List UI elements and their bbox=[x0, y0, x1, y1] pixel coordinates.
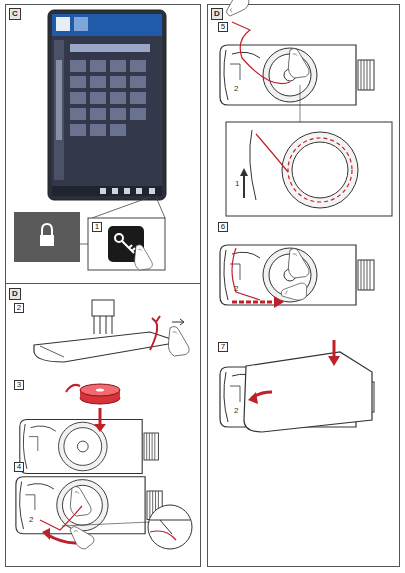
thread bbox=[232, 248, 260, 300]
section-divider bbox=[6, 283, 200, 284]
leader-line bbox=[62, 522, 150, 526]
bobbin-cover bbox=[34, 332, 180, 362]
section-letter: D bbox=[9, 288, 21, 300]
touch-screen bbox=[48, 10, 166, 200]
key-icon bbox=[108, 226, 152, 270]
pull-arrow-head bbox=[274, 296, 284, 308]
panel-frame bbox=[6, 5, 201, 567]
thread bbox=[150, 531, 176, 540]
turn-arrow bbox=[66, 385, 80, 392]
box-text: 1 bbox=[95, 223, 99, 231]
step-number: 6 bbox=[218, 222, 228, 232]
section-letter: D bbox=[211, 8, 223, 20]
callout-box bbox=[88, 218, 165, 270]
bobbin bbox=[292, 142, 348, 198]
slot-detail bbox=[150, 520, 190, 534]
guide-edge bbox=[250, 130, 256, 200]
box-text: 6 bbox=[221, 223, 225, 231]
part-number: 2 bbox=[234, 407, 238, 415]
bobbin bbox=[80, 384, 120, 404]
step-number: 2 bbox=[14, 303, 24, 313]
thread bbox=[40, 506, 82, 530]
detail-box bbox=[226, 122, 392, 216]
step-number: 1 bbox=[92, 222, 102, 232]
lock-icon bbox=[14, 212, 80, 262]
insert-arrow-head bbox=[94, 424, 106, 432]
bobbin-holder bbox=[220, 245, 374, 305]
slide-arrow bbox=[172, 319, 184, 325]
bobbin-holder bbox=[20, 420, 159, 474]
thread-path bbox=[288, 138, 352, 202]
part-number: 2 bbox=[29, 516, 33, 524]
hand bbox=[221, 0, 252, 18]
cover-edge bbox=[40, 346, 64, 357]
step-number: 4 bbox=[14, 462, 24, 472]
part-number: 2 bbox=[234, 285, 238, 293]
leader-line bbox=[80, 244, 88, 245]
presser-foot bbox=[92, 300, 114, 334]
step-number: 3 bbox=[14, 380, 24, 390]
detail-circle bbox=[148, 505, 192, 549]
panel-frame bbox=[208, 5, 400, 567]
bobbin-holder bbox=[220, 45, 374, 105]
section-letter: C bbox=[9, 8, 21, 20]
bobbin-case bbox=[282, 132, 358, 208]
bobbin-cover bbox=[244, 352, 372, 432]
box-text: D bbox=[214, 10, 220, 18]
step-number: 7 bbox=[218, 342, 228, 352]
pull-arrow bbox=[232, 301, 276, 304]
hand bbox=[288, 249, 309, 278]
box-text: 4 bbox=[17, 463, 21, 471]
box-text: C bbox=[12, 10, 18, 18]
hand bbox=[281, 280, 309, 302]
part-number: 2 bbox=[234, 85, 238, 93]
press-arrow-head bbox=[328, 356, 340, 366]
part-number: 1 bbox=[235, 180, 239, 188]
bobbin-holder bbox=[16, 477, 162, 534]
box-text: 2 bbox=[17, 304, 21, 312]
box-text: D bbox=[12, 290, 18, 298]
box-text: 5 bbox=[221, 23, 225, 31]
pull-arrow-head bbox=[42, 528, 50, 540]
callout-line bbox=[92, 197, 165, 218]
lift-arrow bbox=[150, 322, 157, 350]
step-number: 5 bbox=[218, 22, 228, 32]
leader-line bbox=[300, 85, 301, 122]
thread bbox=[232, 22, 290, 84]
lift-arrow-head bbox=[152, 316, 160, 322]
hand bbox=[70, 487, 91, 516]
hand bbox=[168, 327, 189, 356]
hand bbox=[288, 49, 309, 78]
insert-arrow-head bbox=[248, 392, 258, 404]
guide-arrow-head bbox=[240, 168, 248, 176]
thread bbox=[256, 134, 288, 172]
box-text: 3 bbox=[17, 381, 21, 389]
box-text: 7 bbox=[221, 343, 225, 351]
